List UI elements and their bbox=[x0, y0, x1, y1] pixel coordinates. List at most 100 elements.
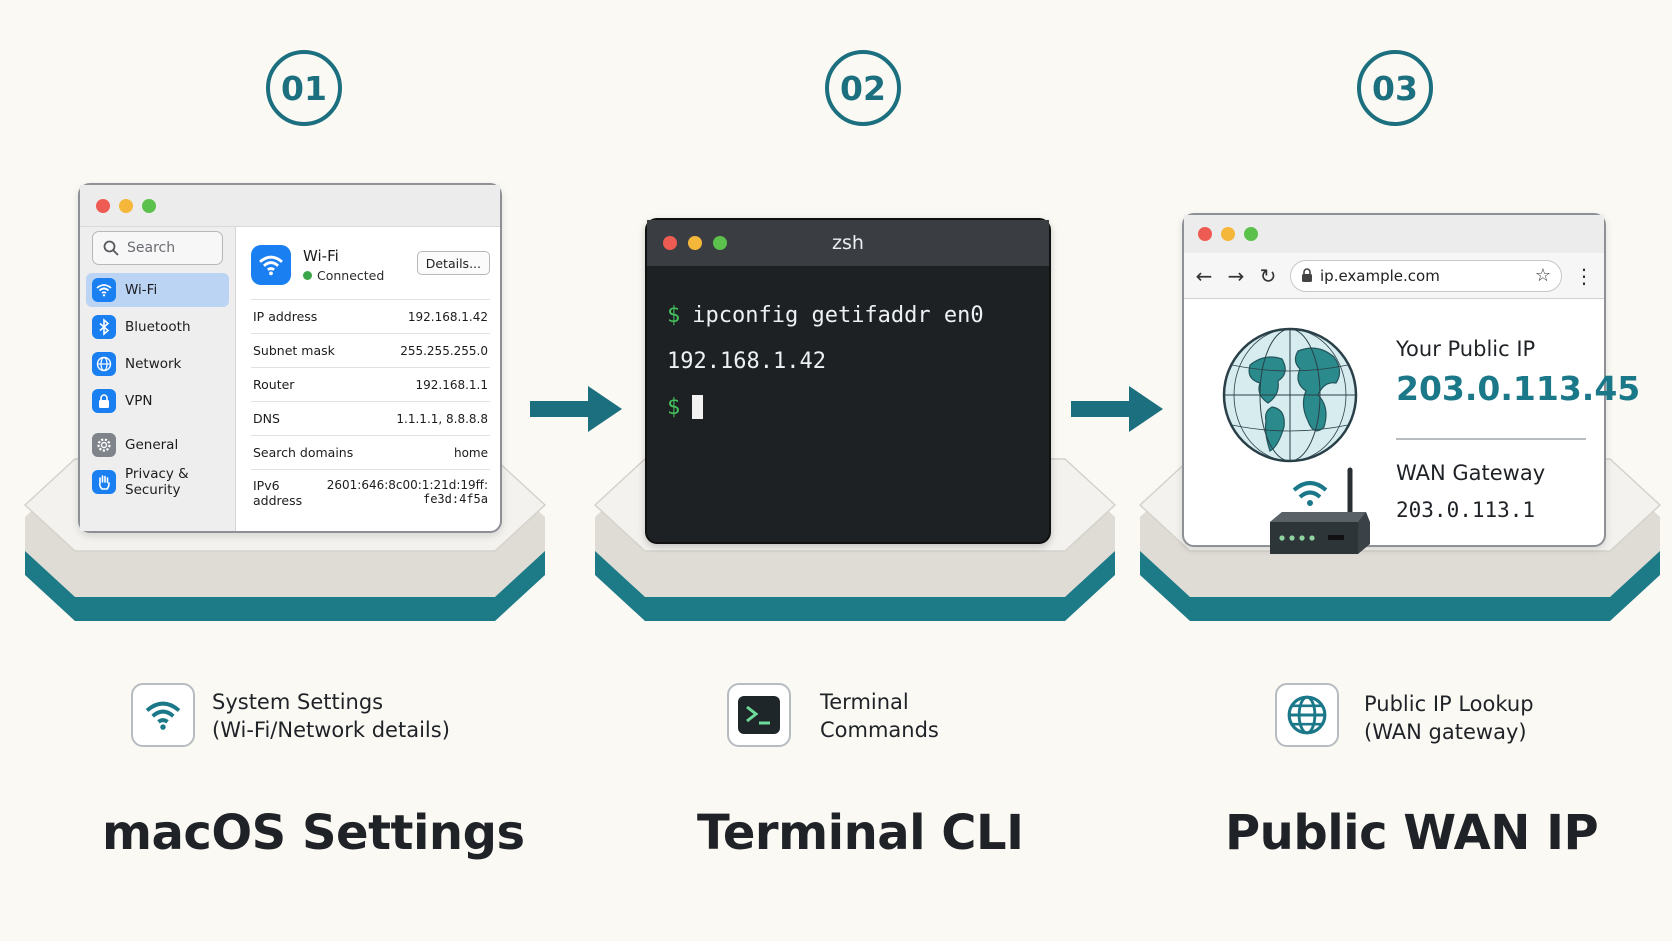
row-value: 192.168.1.1 bbox=[415, 377, 488, 392]
step-title-3: Public WAN IP bbox=[1225, 805, 1599, 861]
sidebar-item-label: Network bbox=[125, 356, 182, 372]
info-row-subnet: Subnet mask 255.255.255.0 bbox=[251, 333, 490, 367]
step-number-3: 03 bbox=[1357, 50, 1433, 126]
row-value: 1.1.1.1, 8.8.8.8 bbox=[396, 411, 488, 426]
command-line: $ ipconfig getifaddr en0 bbox=[667, 292, 1029, 338]
details-button[interactable]: Details... bbox=[416, 251, 490, 275]
caption-step-2: Terminal Commands bbox=[820, 688, 939, 744]
more-menu-icon[interactable]: ⋮ bbox=[1574, 263, 1594, 288]
info-row-search-domains: Search domains home bbox=[251, 435, 490, 469]
prompt-symbol: $ bbox=[667, 394, 681, 420]
wifi-icon bbox=[92, 278, 116, 302]
zoom-window-button[interactable] bbox=[142, 198, 156, 213]
back-arrow-icon[interactable]: ← bbox=[1195, 263, 1213, 288]
minimize-window-button[interactable] bbox=[1221, 227, 1235, 241]
url-text: ip.example.com bbox=[1320, 266, 1440, 285]
close-window-button[interactable] bbox=[1198, 227, 1212, 241]
wifi-detail-pane: Wi-Fi Connected Details... IP address 19… bbox=[237, 227, 500, 531]
sidebar-item-general[interactable]: General bbox=[86, 428, 229, 462]
row-label: Search domains bbox=[253, 445, 354, 460]
public-ip-label: Your Public IP bbox=[1396, 337, 1536, 361]
lock-icon bbox=[1302, 268, 1312, 282]
search-placeholder: Search bbox=[127, 240, 176, 256]
router-icon bbox=[1270, 467, 1370, 554]
sidebar-item-label: Bluetooth bbox=[125, 319, 191, 335]
caption-terminal-icon bbox=[727, 683, 791, 747]
minimize-window-button[interactable] bbox=[688, 236, 702, 250]
row-label: Subnet mask bbox=[253, 343, 335, 358]
sidebar-item-bluetooth[interactable]: Bluetooth bbox=[86, 310, 229, 344]
row-label: DNS bbox=[253, 411, 280, 426]
search-icon bbox=[103, 240, 119, 256]
row-value: 255.255.255.0 bbox=[400, 343, 488, 358]
status-text: Connected bbox=[317, 268, 385, 283]
info-row-router: Router 192.168.1.1 bbox=[251, 367, 490, 401]
zoom-window-button[interactable] bbox=[1244, 227, 1258, 241]
sidebar-item-vpn[interactable]: VPN bbox=[86, 384, 229, 418]
text-cursor bbox=[692, 395, 704, 419]
globe-icon bbox=[1222, 327, 1358, 463]
window-titlebar: zsh bbox=[647, 220, 1049, 266]
caption-line-1: Public IP Lookup bbox=[1364, 692, 1534, 716]
sidebar-item-network[interactable]: Network bbox=[86, 347, 229, 381]
caption-line-2: (Wi-Fi/Network details) bbox=[212, 718, 450, 742]
arrow-right-icon bbox=[1071, 386, 1163, 432]
reload-icon[interactable]: ↻ bbox=[1259, 263, 1277, 288]
sidebar-item-privacy-security[interactable]: Privacy & Security bbox=[86, 465, 229, 499]
divider bbox=[1396, 438, 1586, 440]
sidebar-item-label: Privacy & Security bbox=[125, 466, 189, 498]
command-text: ipconfig getifaddr en0 bbox=[692, 302, 984, 328]
caption-line-2: (WAN gateway) bbox=[1364, 720, 1527, 744]
prompt-symbol: $ bbox=[667, 302, 681, 328]
address-bar[interactable]: ip.example.com ☆ bbox=[1290, 259, 1562, 292]
ipv6-line-1: 2601:646:8c00:1:21d:19ff: bbox=[326, 478, 488, 492]
ipv6-line-2: fe3d:4f5a bbox=[422, 492, 488, 506]
sidebar-item-wifi[interactable]: Wi-Fi bbox=[86, 273, 229, 307]
search-field[interactable]: Search bbox=[92, 231, 223, 265]
macos-settings-window: Search Wi-Fi Bluetooth Network VPN bbox=[78, 183, 502, 533]
caption-step-1: System Settings (Wi-Fi/Network details) bbox=[212, 688, 450, 744]
caption-line-1: Terminal bbox=[820, 690, 909, 714]
arrow-right-icon bbox=[530, 386, 622, 432]
wan-gateway-label: WAN Gateway bbox=[1396, 461, 1546, 485]
hand-icon bbox=[92, 470, 116, 494]
row-label: Router bbox=[253, 377, 295, 392]
wifi-header: Wi-Fi Connected Details... bbox=[251, 241, 490, 289]
sidebar-item-label: VPN bbox=[125, 393, 153, 409]
row-label: IP address bbox=[253, 309, 318, 324]
caption-line-2: Commands bbox=[820, 718, 939, 742]
gear-icon bbox=[92, 433, 116, 457]
wifi-title: Wi-Fi bbox=[303, 247, 339, 265]
row-label: IPv6 address bbox=[253, 478, 303, 508]
bookmark-star-icon[interactable]: ☆ bbox=[1534, 264, 1551, 286]
row-value: 2601:646:8c00:1:21d:19ff: fe3d:4f5a bbox=[327, 478, 488, 506]
close-window-button[interactable] bbox=[96, 198, 110, 213]
window-titlebar bbox=[80, 185, 500, 227]
terminal-body[interactable]: $ ipconfig getifaddr en0 192.168.1.42 $ bbox=[647, 266, 1049, 456]
info-row-ip: IP address 192.168.1.42 bbox=[251, 299, 490, 333]
close-window-button[interactable] bbox=[663, 236, 677, 250]
settings-sidebar: Search Wi-Fi Bluetooth Network VPN bbox=[80, 227, 236, 531]
zoom-window-button[interactable] bbox=[713, 236, 727, 250]
command-output: 192.168.1.42 bbox=[667, 348, 826, 374]
caption-step-3: Public IP Lookup (WAN gateway) bbox=[1364, 690, 1534, 746]
caption-wifi-icon bbox=[131, 683, 195, 747]
terminal-title: zsh bbox=[832, 232, 864, 254]
output-line: 192.168.1.42 bbox=[667, 338, 1029, 384]
row-value: home bbox=[453, 445, 488, 460]
terminal-window: zsh $ ipconfig getifaddr en0 192.168.1.4… bbox=[645, 218, 1051, 544]
status-dot-icon bbox=[303, 271, 312, 280]
wifi-icon bbox=[251, 245, 291, 285]
step-title-1: macOS Settings bbox=[102, 805, 525, 861]
window-titlebar bbox=[1184, 215, 1604, 253]
step-number-2: 02 bbox=[825, 50, 901, 126]
step-title-2: Terminal CLI bbox=[697, 805, 1024, 861]
forward-arrow-icon[interactable]: → bbox=[1227, 263, 1245, 288]
info-row-ipv6: IPv6 address 2601:646:8c00:1:21d:19ff: f… bbox=[251, 469, 490, 521]
public-ip-value: 203.0.113.45 bbox=[1396, 369, 1641, 408]
connection-status: Connected bbox=[303, 268, 384, 283]
lock-icon bbox=[92, 389, 116, 413]
wan-gateway-value: 203.0.113.1 bbox=[1396, 498, 1536, 522]
step-number-1: 01 bbox=[266, 50, 342, 126]
minimize-window-button[interactable] bbox=[119, 198, 133, 213]
